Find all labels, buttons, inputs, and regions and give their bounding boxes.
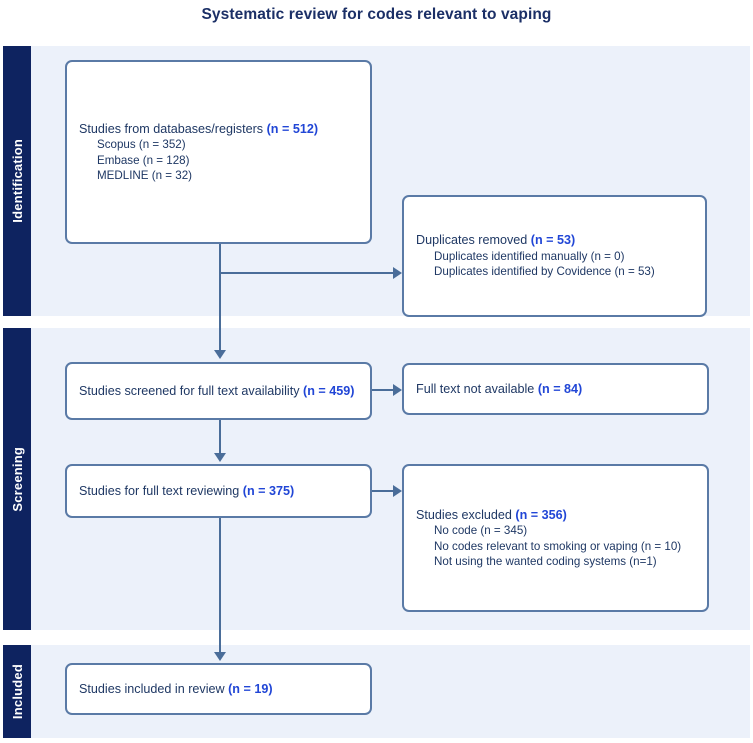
node-studies-screened: Studies screened for full text availabil… — [65, 362, 372, 420]
node-reviewing-headline-text: Studies for full text reviewing — [79, 483, 243, 498]
node-duplicates-sub-covidence: Duplicates identified by Covidence (n = … — [434, 265, 655, 279]
node-duplicates-sub-manual: Duplicates identified manually (n = 0) — [434, 249, 625, 263]
node-nofulltext-headline-text: Full text not available — [416, 381, 538, 396]
node-records-headline-text: Studies from databases/registers — [79, 121, 267, 136]
connector-records-to-screened-line — [219, 244, 221, 350]
node-records-sub-medline: MEDLINE (n = 32) — [97, 169, 193, 182]
connector-records-to-duplicates-arrow — [393, 267, 402, 279]
node-included-headline: Studies included in review (n = 19) — [79, 681, 358, 698]
stage-label-screening: Screening — [3, 328, 31, 630]
node-records-sub-scopus: Scopus (n = 352) — [97, 138, 186, 152]
connector-reviewing-to-excluded-arrow — [393, 485, 402, 497]
connector-reviewing-to-excluded-line — [372, 490, 394, 492]
node-excluded-sub-nosystems: Not using the wanted coding systems (n=1… — [434, 555, 657, 568]
node-nofulltext-count: (n = 84) — [537, 381, 583, 396]
node-excluded-count: (n = 356) — [515, 507, 567, 522]
node-studies-for-full-text-reviewing: Studies for full text reviewing (n = 375… — [65, 464, 372, 518]
node-excluded-headline-text: Studies excluded — [416, 507, 516, 522]
node-records-identified: Studies from databases/registers (n = 51… — [65, 60, 372, 244]
connector-reviewing-to-included-line — [219, 518, 221, 652]
stage-label-included: Included — [3, 645, 31, 738]
node-duplicates-removed: Duplicates removed (n = 53) Duplicates i… — [402, 195, 707, 317]
node-duplicates-headline: Duplicates removed (n = 53) — [416, 232, 693, 249]
node-nofulltext-headline: Full text not available (n = 84) — [416, 381, 695, 398]
stage-label-identification: Identification — [3, 46, 31, 316]
node-records-sub-embase: Embase (n = 128) — [97, 153, 190, 167]
node-reviewing-count: (n = 375) — [242, 483, 295, 498]
node-full-text-not-available: Full text not available (n = 84) — [402, 363, 709, 415]
node-screened-count: (n = 459) — [303, 383, 355, 398]
stage-label-included-text: Included — [9, 663, 25, 720]
node-excluded-sub-norelevant: No codes relevant to smoking or vaping (… — [434, 539, 682, 553]
node-duplicates-headline-text: Duplicates removed — [416, 233, 531, 248]
node-excluded-headline: Studies excluded (n = 356) — [416, 507, 695, 524]
connector-records-to-duplicates-line — [219, 272, 394, 274]
stage-label-screening-text: Screening — [9, 446, 25, 512]
node-reviewing-headline: Studies for full text reviewing (n = 375… — [79, 483, 358, 500]
node-records-headline: Studies from databases/registers (n = 51… — [79, 121, 358, 138]
node-records-count: (n = 512) — [266, 121, 319, 136]
connector-records-to-screened-arrow — [214, 350, 226, 359]
node-screened-headline-text: Studies screened for full text availabil… — [79, 383, 304, 398]
connector-screened-to-reviewing-arrow — [214, 453, 226, 462]
node-screened-headline: Studies screened for full text availabil… — [79, 383, 358, 400]
node-duplicates-count: (n = 53) — [530, 233, 576, 248]
node-studies-excluded: Studies excluded (n = 356) No code (n = … — [402, 464, 709, 612]
page-title: Systematic review for codes relevant to … — [201, 6, 552, 23]
node-studies-included: Studies included in review (n = 19) — [65, 663, 372, 715]
stage-label-identification-text: Identification — [9, 139, 25, 223]
node-included-headline-text: Studies included in review — [79, 681, 229, 696]
connector-screened-to-nofulltext-arrow — [393, 384, 402, 396]
connector-reviewing-to-included-arrow — [214, 652, 226, 661]
node-included-count: (n = 19) — [228, 681, 273, 696]
connector-screened-to-reviewing-line — [219, 420, 221, 453]
node-excluded-sub-nocode: No code (n = 345) — [434, 524, 528, 538]
connector-screened-to-nofulltext-line — [372, 389, 394, 391]
